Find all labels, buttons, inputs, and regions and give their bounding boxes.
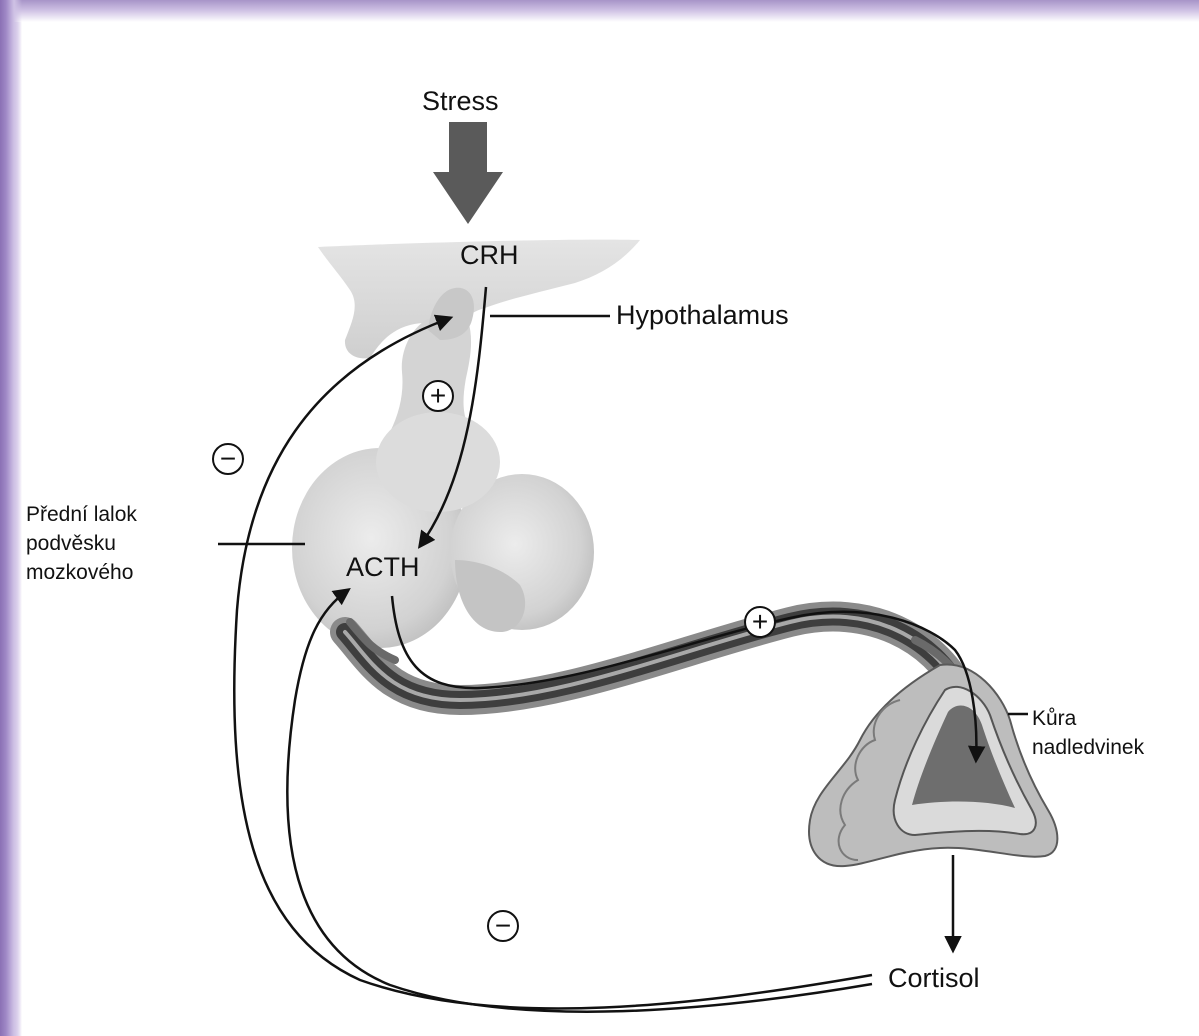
stress-arrow — [433, 122, 503, 224]
acth-label: ACTH — [346, 552, 420, 583]
adrenal-cortex-label: Kůra nadledvinek — [1032, 704, 1182, 762]
minus-sign-inner: − — [487, 910, 519, 942]
plus-sign-crh: + — [422, 380, 454, 412]
minus-sign-outer: − — [212, 443, 244, 475]
pituitary-label: Přední lalok podvěsku mozkového — [26, 500, 196, 587]
feedback-to-hypothalamus-arrow — [234, 318, 872, 1009]
pituitary-upper — [376, 412, 500, 512]
hypothalamus-label: Hypothalamus — [616, 300, 789, 331]
stress-label: Stress — [422, 86, 499, 117]
cortisol-label: Cortisol — [888, 963, 980, 994]
plus-sign-acth: + — [744, 606, 776, 638]
crh-label: CRH — [460, 240, 519, 271]
